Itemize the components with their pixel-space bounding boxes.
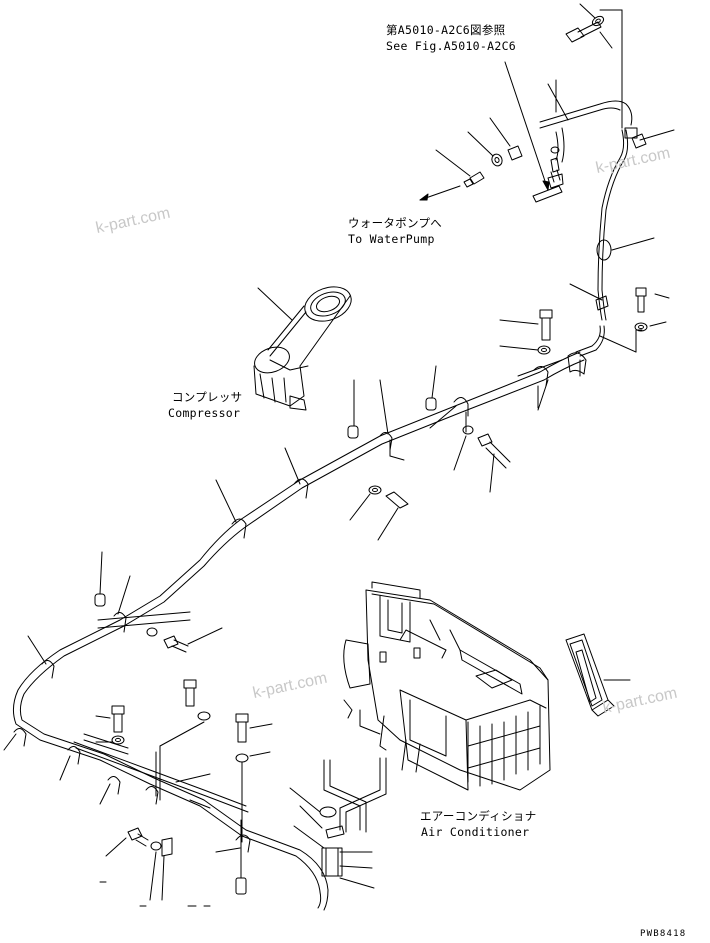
water-pump-label-jp: ウォータポンプへ xyxy=(348,216,443,230)
left-small-parts xyxy=(83,611,273,901)
right-bolt xyxy=(634,287,670,332)
mid-small-bolts xyxy=(349,425,511,541)
air-conditioner-label-jp: エアーコンディショナ xyxy=(420,809,537,823)
air-conditioner-drawing xyxy=(343,581,551,791)
heater-pipe-upper xyxy=(532,79,633,203)
ac-connection-pipes xyxy=(289,757,387,889)
drawing-code: PWB8418 xyxy=(640,929,687,939)
main-pipe xyxy=(113,351,587,633)
top-bolt-group xyxy=(565,3,623,129)
mid-bolt xyxy=(499,309,553,355)
lower-left-pipes xyxy=(3,619,329,911)
air-filter xyxy=(565,633,631,717)
see-fig-label-jp: 第A5010-A2C6図参照 xyxy=(386,23,506,37)
see-fig-label-en: See Fig.A5010-A2C6 xyxy=(386,39,517,53)
compressor-label-jp: コンプレッサ xyxy=(172,390,243,404)
pipe-leaders xyxy=(117,359,563,615)
water-pump-label-en: To WaterPump xyxy=(348,232,435,246)
bushings xyxy=(94,365,437,895)
right-hose xyxy=(569,127,675,357)
compressor-drawing xyxy=(253,286,352,411)
pump-fitting-parts xyxy=(419,117,523,201)
air-conditioner-label-en: Air Conditioner xyxy=(421,825,530,839)
compressor-label-en: Compressor xyxy=(168,406,241,420)
